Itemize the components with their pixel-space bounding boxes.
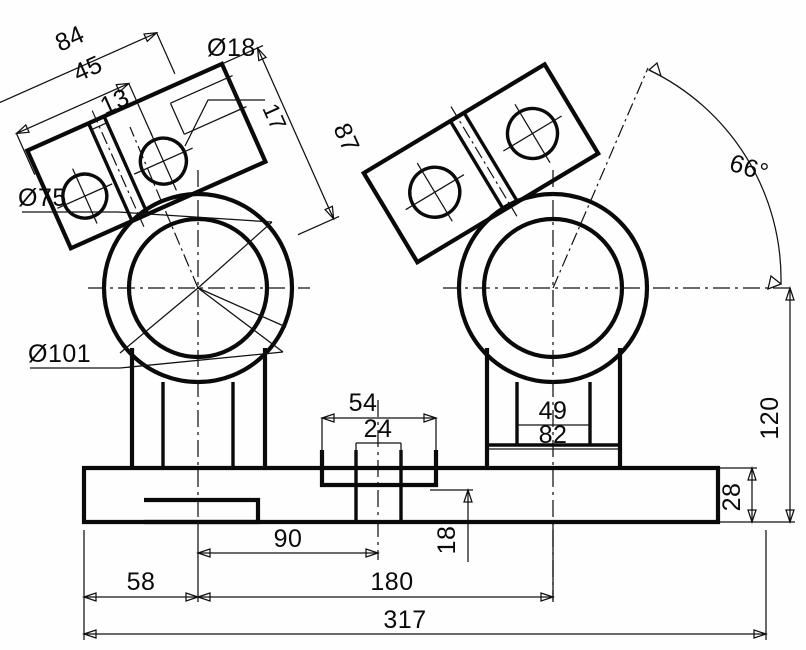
dim-84: 84 xyxy=(51,20,89,57)
leader-dia18 xyxy=(184,99,265,147)
dim-17: 17 xyxy=(257,99,292,134)
dim-dia101: Ø101 xyxy=(28,340,91,368)
dim-66deg: 66° xyxy=(726,149,772,187)
dim-317: 317 xyxy=(383,606,426,634)
left-hub-tilt-axis xyxy=(129,126,199,289)
dim-45: 45 xyxy=(69,50,107,87)
left-leader-101b xyxy=(197,287,284,353)
left-leader-aux xyxy=(119,287,199,354)
base-plate xyxy=(81,400,721,560)
dimension-annotations: 84 45 13 17 xyxy=(0,20,795,640)
leader-dia75 xyxy=(22,211,273,223)
angle-arc-66 xyxy=(648,69,782,285)
left-support-legs xyxy=(129,348,268,468)
left-pedestal-boss xyxy=(144,497,261,525)
dim-dia18: Ø18 xyxy=(207,34,256,62)
right-support-legs xyxy=(484,348,623,468)
dim-49: 49 xyxy=(539,397,568,425)
right-hub-tilt-axis xyxy=(552,67,649,289)
left-flange-bolt-hole-2 xyxy=(133,131,193,191)
dim-87: 87 xyxy=(328,119,365,157)
dim-120: 120 xyxy=(756,396,784,439)
left-flange-bolt-hole-1 xyxy=(57,168,113,224)
dim-90: 90 xyxy=(274,525,303,553)
leader-dia101 xyxy=(30,351,284,369)
angle-arc-arrow-top xyxy=(647,61,663,78)
dim-18: 18 xyxy=(433,526,461,555)
dim-dia75: Ø75 xyxy=(18,184,67,212)
dim-54: 54 xyxy=(349,389,378,417)
dim-58: 58 xyxy=(127,568,156,596)
right-flange-bolt-hole-1 xyxy=(405,162,465,222)
dim-24: 24 xyxy=(364,415,393,443)
left-leader-75 xyxy=(197,221,273,289)
center-boss xyxy=(319,450,439,522)
dim-13: 13 xyxy=(96,83,134,120)
dim-180: 180 xyxy=(370,568,413,596)
right-flange-plate xyxy=(360,61,602,266)
angle-arc-arrow-bottom xyxy=(767,274,783,291)
dim-82: 82 xyxy=(539,421,568,449)
right-flange-bolt-hole-2 xyxy=(503,104,562,163)
dim-28: 28 xyxy=(718,483,746,512)
right-view xyxy=(360,61,790,600)
left-leader-101a xyxy=(197,287,287,328)
left-view xyxy=(24,61,310,520)
